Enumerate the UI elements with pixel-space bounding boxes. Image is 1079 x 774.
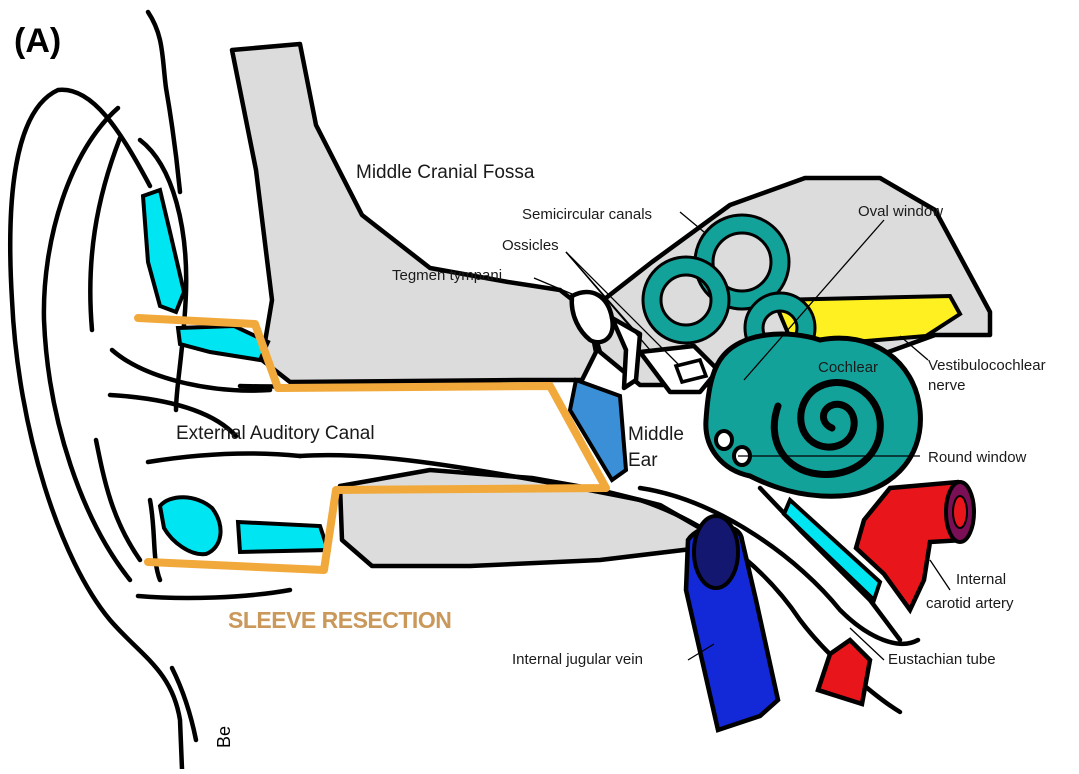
label-eustachian-tube: Eustachian tube	[888, 651, 996, 668]
jugular-lumen	[694, 516, 738, 588]
label-ossicles: Ossicles	[502, 237, 559, 254]
label-internal-jugular-vein: Internal jugular vein	[512, 651, 643, 668]
label-middle-ear-1: Middle	[628, 424, 684, 445]
label-oval-window: Oval window	[858, 203, 943, 220]
label-middle-ear-2: Ear	[628, 450, 658, 471]
cartilage-lower-1	[160, 497, 221, 554]
label-sleeve-resection: SLEEVE RESECTION	[228, 607, 451, 633]
lower-temporal-bone	[340, 470, 700, 566]
label-cochlear: Cochlear	[818, 359, 878, 376]
label-vestibulocochlear-nerve: nerve	[928, 377, 966, 394]
artist-signature: Be	[214, 726, 234, 748]
label-semicircular-canals: Semicircular canals	[522, 206, 652, 223]
label-internal-carotid-2: carotid artery	[926, 595, 1014, 612]
label-vestibulocochlear: Vestibulocochlear	[928, 357, 1046, 374]
label-internal-carotid-1: Internal	[956, 571, 1006, 588]
label-round-window: Round window	[928, 449, 1027, 466]
round-window	[716, 431, 732, 449]
label-tegmen-tympani: Tegmen tympani	[392, 267, 502, 284]
cartilage-lower-2	[238, 522, 328, 552]
panel-label: (A)	[14, 22, 61, 60]
label-middle-cranial-fossa: Middle Cranial Fossa	[356, 162, 535, 183]
label-external-auditory-canal: External Auditory Canal	[176, 423, 375, 444]
